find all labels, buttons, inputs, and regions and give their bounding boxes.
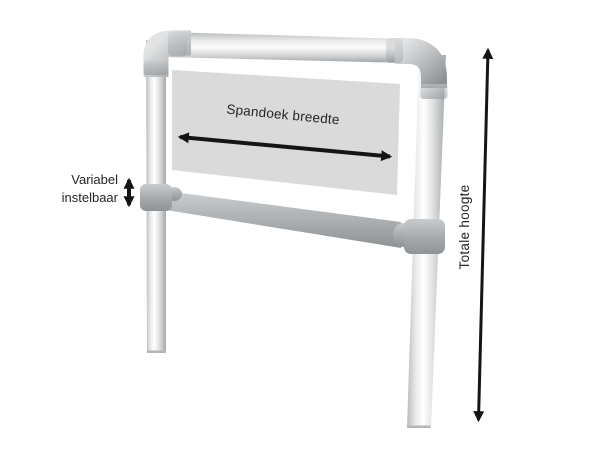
left-rail-clamp: [140, 184, 172, 211]
total-height-label: Totale hoogte: [457, 184, 472, 270]
total-height-arrow: [473, 47, 494, 423]
cross-rail: [166, 191, 401, 248]
right-elbow-fitting: [395, 38, 447, 88]
banner-panel: [172, 70, 400, 195]
adjustable-height-label-line1: Variabel: [71, 172, 118, 187]
right-post-end-cap: [407, 425, 431, 428]
top-bar-left-sleeve: [168, 31, 187, 57]
top-bar: [165, 32, 409, 63]
right-post-collar: [420, 84, 448, 99]
banner-width-arrow: [177, 132, 393, 162]
top-bar-right-sleeve: [386, 38, 403, 63]
right-rail-clamp: [404, 219, 445, 254]
left-post-collar: [143, 60, 169, 75]
left-post-end-cap: [147, 350, 166, 353]
adjustable-height-label: Variabel instelbaar: [28, 171, 118, 206]
adjustable-height-label-line2: instelbaar: [61, 189, 118, 205]
